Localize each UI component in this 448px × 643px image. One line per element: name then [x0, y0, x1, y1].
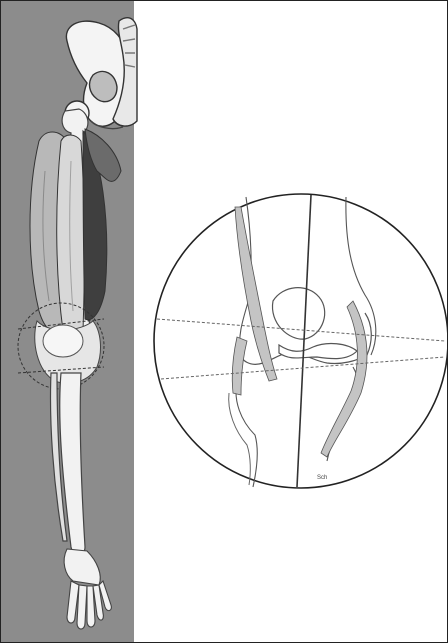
magnified-knee-detail: Sch: [154, 194, 447, 488]
illustrator-signature: Sch: [317, 475, 327, 481]
magnifier-circle: [154, 194, 447, 488]
